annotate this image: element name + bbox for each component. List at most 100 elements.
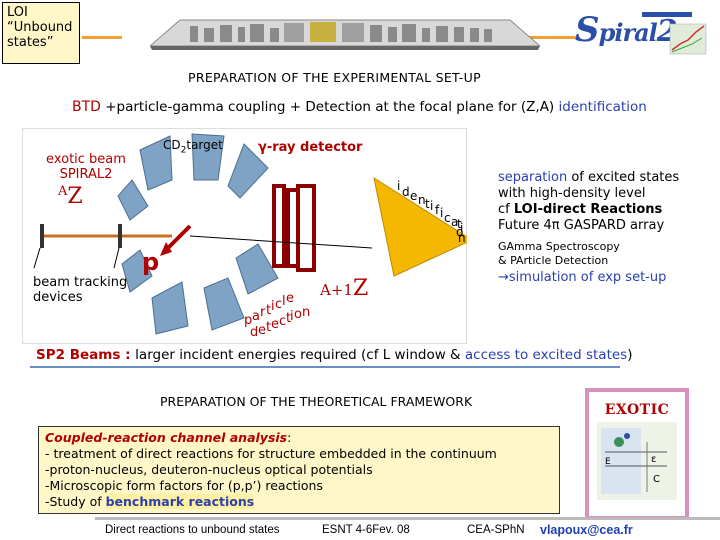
separation-text: separation of excited states with high-d… xyxy=(498,170,708,234)
loi-reactions: LOI-direct Reactions xyxy=(513,202,663,217)
target-text: target xyxy=(186,138,223,152)
coupled-line4-prefix: -Study of xyxy=(45,494,106,509)
detector-segment xyxy=(151,281,189,335)
charge-z: Z xyxy=(67,184,83,209)
detector-segment xyxy=(121,249,153,293)
sp2-end: ) xyxy=(627,347,633,363)
ident-letter: e xyxy=(410,189,417,203)
detection-letter: d xyxy=(250,325,258,340)
loi-box: LOI “Unbound states” xyxy=(2,2,80,64)
particle-letter: t xyxy=(266,303,271,318)
detection-letter: e xyxy=(258,323,266,338)
coupled-line2: -proton-nucleus, deuteron-nucleus optica… xyxy=(45,462,373,477)
ident-letter: n xyxy=(418,193,426,207)
gamma-spec-line1: GAmma Spectroscopy xyxy=(498,240,620,253)
banner-logo xyxy=(150,19,540,50)
tracking-device-2 xyxy=(118,224,122,248)
btd-label: BTD xyxy=(72,99,101,115)
spiral2-logo-graphic xyxy=(642,12,707,55)
particle-letter: c xyxy=(275,297,282,312)
tracking-arrow-1 xyxy=(33,247,41,269)
detection-letter: n xyxy=(302,305,310,320)
ident-letter: a xyxy=(451,215,458,229)
ident-letter: o xyxy=(456,225,463,239)
exotic-beam-text: exotic beam xyxy=(46,152,126,167)
detection-letter: t xyxy=(266,320,271,335)
detector-segment xyxy=(235,243,279,295)
footer-event: ESNT 4-6Fev. 08 xyxy=(322,524,410,536)
exotic-box: EXOTIC E ε C xyxy=(585,388,689,520)
sp2-underline xyxy=(30,366,620,368)
focal-detector-3 xyxy=(296,184,316,272)
proton-track xyxy=(166,224,192,250)
loi-label: LOI xyxy=(7,5,28,20)
experimental-setup-title: PREPARATION OF THE EXPERIMENTAL SET-UP xyxy=(188,70,481,85)
benchmark-reactions: benchmark reactions xyxy=(105,494,255,509)
ident-letter: t xyxy=(425,197,430,211)
btd-identification: identification xyxy=(558,99,647,115)
beam-tracking-text: beam tracking xyxy=(33,275,128,290)
coupled-colon: : xyxy=(287,430,292,445)
proton-label: p xyxy=(142,248,160,276)
states-label: states” xyxy=(7,35,54,50)
gamma-spec-line2: & PArticle Detection xyxy=(498,254,609,267)
ident-letter: f xyxy=(435,203,440,217)
tracking-device-1 xyxy=(40,224,44,248)
btd-line: BTD +particle-gamma coupling + Detection… xyxy=(72,99,647,115)
ident-letter: i xyxy=(397,179,400,193)
beam-tracking-label: beam tracking devices xyxy=(33,275,127,305)
gaspard-text: Future 4π GASPARD array xyxy=(498,218,665,233)
detector-segment xyxy=(227,143,269,199)
header-accent-line-right xyxy=(508,36,576,39)
ident-letter: t xyxy=(457,217,462,231)
detection-letter: t xyxy=(286,311,291,326)
cd-text: CD xyxy=(163,138,181,152)
mass-number-a: A xyxy=(58,184,68,199)
a1z-label: A+1Z xyxy=(320,276,368,301)
ident-letter: c xyxy=(444,211,451,225)
gamma-spectroscopy-text: GAmma Spectroscopy & PArticle Detection xyxy=(498,240,620,268)
ident-letter: n xyxy=(458,231,466,245)
footer-title: Direct reactions to unbound states xyxy=(105,524,280,536)
coupled-line3: -Microscopic form factors for (p,p’) rea… xyxy=(45,478,323,493)
detector-segment xyxy=(139,135,173,191)
separation-word: separation xyxy=(498,170,568,185)
reaction-line xyxy=(189,235,373,249)
footer-email[interactable]: vlapoux@cea.fr xyxy=(540,523,633,537)
particle-letter: i xyxy=(271,299,275,314)
spiral2-text: SPIRAL2 xyxy=(59,167,113,182)
detector-segment xyxy=(191,133,225,181)
detection-letter: o xyxy=(294,307,302,322)
unbound-label: “Unbound xyxy=(7,20,73,35)
particle-letter: p xyxy=(244,313,252,328)
a1-text: A+1 xyxy=(320,281,353,299)
particle-letter: e xyxy=(286,291,294,306)
density-text: with high-density level xyxy=(498,186,646,201)
ident-letter: i xyxy=(430,199,433,213)
coupled-reaction-box: Coupled-reaction channel analysis: - tre… xyxy=(38,426,560,514)
btd-description: +particle-gamma coupling + Detection at … xyxy=(100,99,559,115)
footer-org: CEA-SPhN xyxy=(467,524,525,536)
devices-text: devices xyxy=(33,290,83,305)
exotic-graphic: E ε C xyxy=(597,422,677,500)
particle-letter: a xyxy=(252,309,260,324)
detector-segment xyxy=(203,277,245,331)
identification-detector xyxy=(373,176,467,277)
cd-subscript: 2 xyxy=(180,145,187,156)
detector-segment xyxy=(117,179,149,221)
logo-piral: piral xyxy=(598,18,658,47)
ident-letter: d xyxy=(402,185,410,199)
spiral2-logo: Spiral2 xyxy=(575,10,678,50)
sp2-beams-line: SP2 Beams : larger incident energies req… xyxy=(36,347,632,363)
ident-letter: i xyxy=(460,221,463,235)
detection-letter: e xyxy=(271,317,279,332)
cd2-target-label: CD2target xyxy=(163,138,223,155)
detection-letter: c xyxy=(279,314,286,329)
exotic-beam-label: exotic beam SPIRAL2 xyxy=(36,152,136,182)
setup-diagram: i d e n t i f i c a t i o n p a r t i c … xyxy=(33,133,467,340)
sp2-excited: access to excited states xyxy=(464,347,628,363)
sp2-bold: SP2 Beams : xyxy=(36,347,136,363)
theoretical-framework-title: PREPARATION OF THE THEORETICAL FRAMEWORK xyxy=(160,394,473,409)
az-nucleus-label: AZ xyxy=(58,184,83,209)
footer-divider xyxy=(95,517,720,520)
